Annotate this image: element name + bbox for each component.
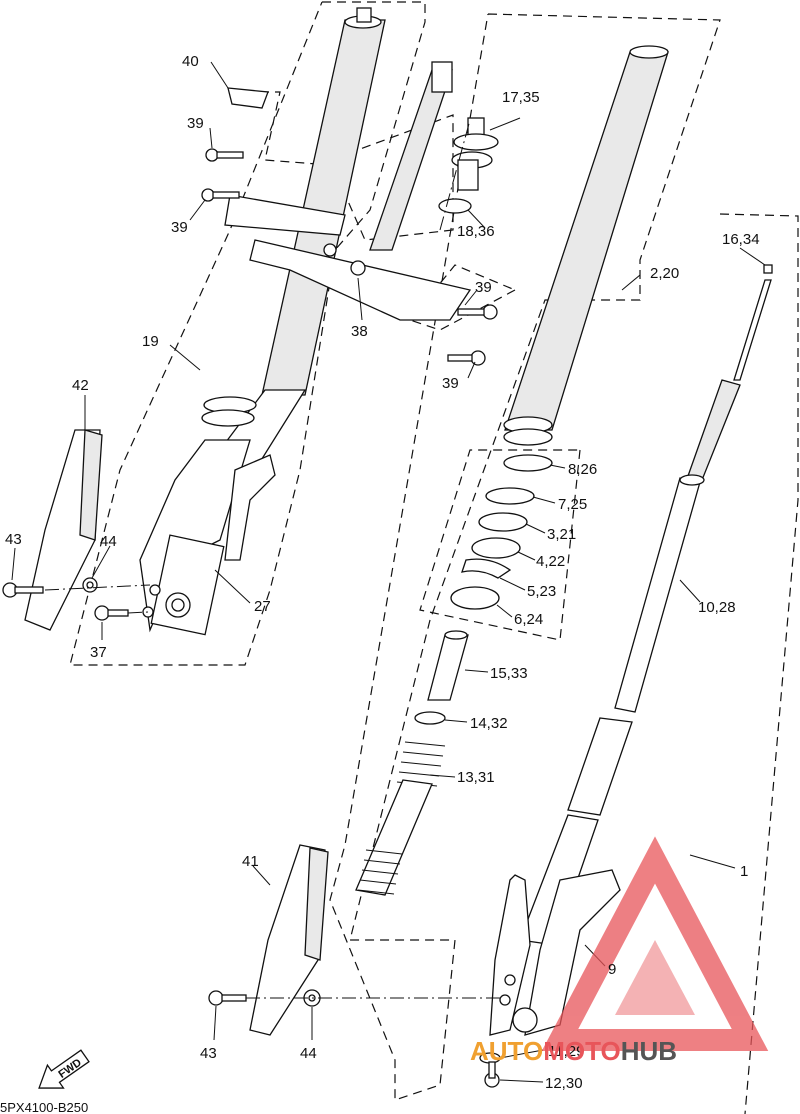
label-44-b: 44 (300, 1045, 317, 1062)
label-plate-40 (227, 87, 269, 109)
watermark-triangle-icon (541, 836, 769, 1051)
label-37: 37 (90, 644, 107, 661)
part-labels: 40 39 39 17,35 18,36 16,34 2,20 19 38 39… (5, 53, 760, 1092)
label-39-a: 39 (187, 115, 204, 132)
label-11-29: 11,29 (548, 1043, 584, 1060)
label-42: 42 (72, 377, 89, 394)
leader-lines (11, 61, 766, 1083)
bolts-43-44-37-12 (2, 577, 501, 1088)
label-18-36: 18,36 (457, 223, 495, 240)
label-19: 19 (142, 333, 159, 350)
label-44-a: 44 (100, 533, 117, 550)
label-16-34: 16,34 (722, 231, 760, 248)
label-27: 27 (254, 598, 271, 615)
label-6-24: 6,24 (514, 611, 543, 628)
group-outlines (69, 1, 799, 1114)
label-41: 41 (242, 853, 259, 870)
label-8-26: 8,26 (568, 461, 597, 478)
seal-stack (450, 454, 553, 610)
diagram-code: 5PX4100-B250 (0, 1100, 88, 1114)
inner-tube-1 (489, 717, 633, 1036)
label-3-21: 3,21 (547, 526, 576, 543)
watermark-text-auto: AUTO (470, 1036, 543, 1066)
bolts-39 (201, 148, 498, 366)
label-40: 40 (182, 53, 199, 70)
label-43-b: 43 (200, 1045, 217, 1062)
assembled-fork-19 (139, 7, 386, 636)
label-14-32: 14,32 (470, 715, 508, 732)
label-17-35: 17,35 (502, 89, 540, 106)
steering-brackets (224, 61, 472, 321)
label-9: 9 (608, 961, 616, 978)
label-38: 38 (351, 323, 368, 340)
label-5-23: 5,23 (527, 583, 556, 600)
label-2-20: 2,20 (650, 265, 679, 282)
label-39-c: 39 (475, 279, 492, 296)
watermark-text-hub: HUB (621, 1036, 677, 1066)
watermark-logo (541, 836, 769, 1051)
label-12-30: 12,30 (545, 1075, 583, 1092)
label-4-22: 4,22 (536, 553, 565, 570)
label-43-a: 43 (5, 531, 22, 548)
label-39-b: 39 (171, 219, 188, 236)
center-lines (44, 119, 500, 999)
label-7-25: 7,25 (558, 496, 587, 513)
damper-rod-10 (614, 264, 773, 713)
label-10-28: 10,28 (698, 599, 736, 616)
watermark-text: AUTOMOTOHUB (470, 1036, 677, 1066)
label-39-d: 39 (442, 375, 459, 392)
label-13-31: 13,31 (457, 769, 495, 786)
guard-41 (249, 844, 329, 1036)
adjuster-17 (438, 117, 499, 214)
label-15-33: 15,33 (490, 665, 528, 682)
label-1: 1 (740, 863, 748, 880)
fwd-arrow-icon: FWD (38, 1049, 90, 1089)
watermark-text-moto: MOTO (543, 1036, 621, 1066)
guard-42 (24, 429, 103, 631)
collar-and-spring (355, 630, 469, 896)
outer-tube-2 (503, 45, 669, 446)
